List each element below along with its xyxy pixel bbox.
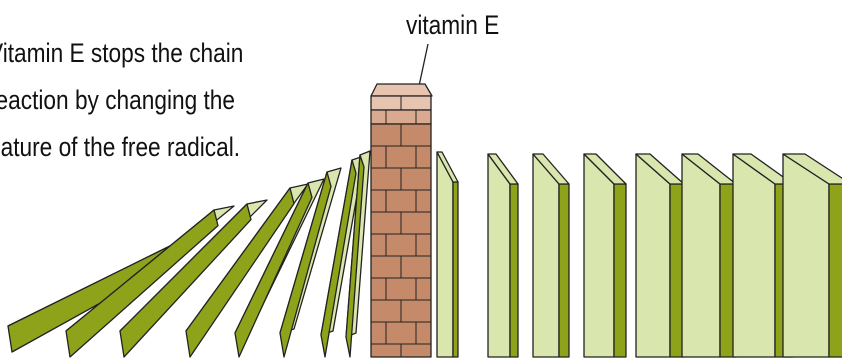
standing-domino [488,154,518,357]
standing-domino-edge [829,184,842,357]
standing-domino-edge [559,184,569,357]
fallen-domino [66,206,234,357]
standing-domino-face [533,154,559,357]
label-leader-line [419,44,428,86]
standing-domino [533,154,569,357]
standing-domino-face [437,152,453,357]
standing-domino-edge [614,184,626,357]
standing-domino-face [636,154,670,357]
standing-domino [783,154,842,357]
standing-domino-face [783,154,829,357]
wall-cap-top [371,84,432,96]
standing-domino-face [682,154,720,357]
standing-domino-face [488,154,510,357]
standing-domino [584,154,626,357]
wall-brick [371,110,431,124]
caption-line-2: reaction by changing the [0,85,235,115]
vitamin-e-label: vitamin E [406,10,499,40]
standing-dominoes [437,152,842,357]
caption: Vitamin E stops the chain reaction by ch… [0,38,243,162]
standing-domino-edge [453,182,458,357]
standing-domino [437,152,458,357]
caption-line-3: nature of the free radical. [0,132,240,162]
standing-domino [682,154,736,357]
caption-line-1: Vitamin E stops the chain [0,38,243,68]
standing-domino-edge [510,184,518,357]
standing-domino-face [584,154,614,357]
standing-domino-face [733,154,775,357]
standing-domino [636,154,684,357]
brick-wall [371,84,432,357]
fallen-dominoes [8,151,370,357]
